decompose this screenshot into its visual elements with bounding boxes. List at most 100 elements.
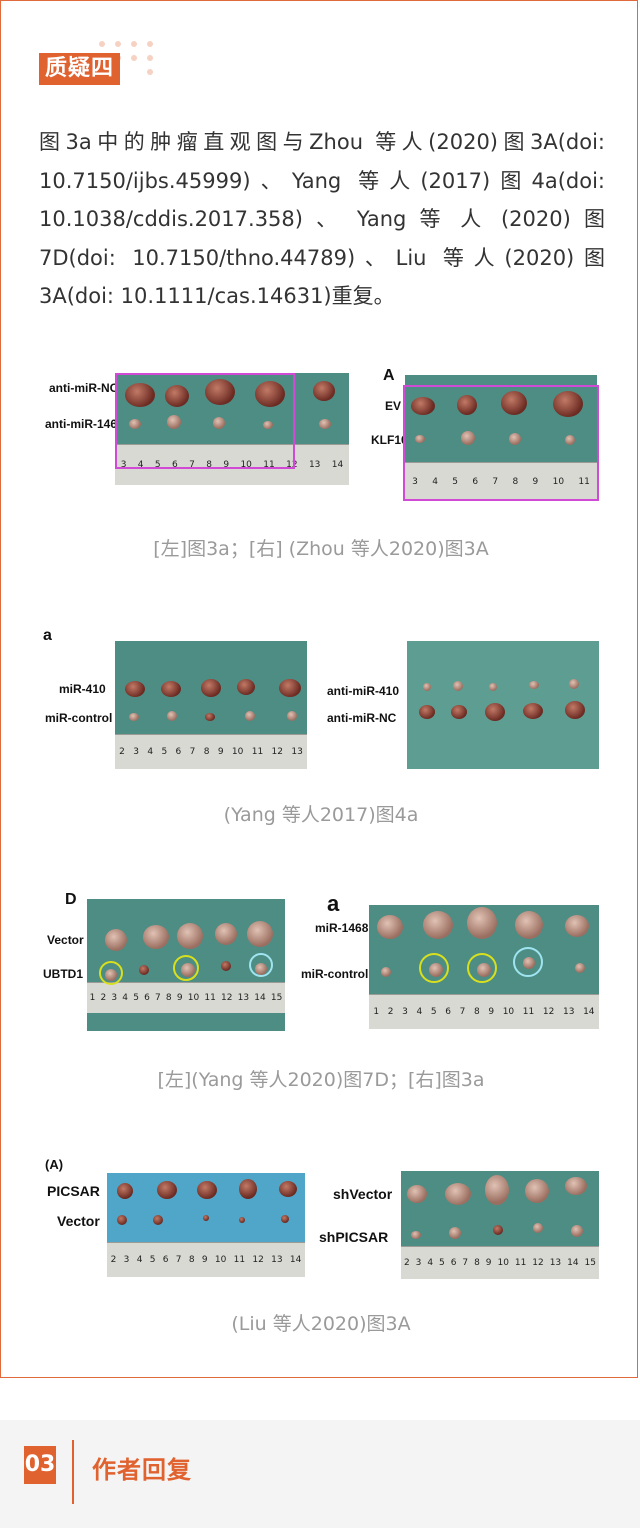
ruler-tick: 14: [289, 1255, 302, 1265]
ruler-tick: 11: [514, 1258, 527, 1268]
content-card: 质疑四 图3a中的肿瘤直观图与Zhou 等人(2020)图3A(doi: 10.…: [0, 0, 638, 1378]
highlight-circle: [419, 953, 449, 983]
ruler-tick: 11: [204, 993, 216, 1003]
label-ev: EV: [385, 399, 402, 413]
label-shpicsar: shPICSAR: [319, 1229, 389, 1245]
ruler-tick: 5: [452, 477, 459, 487]
label-mir-1468: miR-1468: [315, 921, 369, 935]
ruler-tick: 12: [252, 1255, 264, 1265]
ruler-tick: 10: [187, 993, 200, 1003]
highlight-box: [403, 385, 599, 501]
ruler-tick: 8: [474, 1258, 480, 1268]
ruler-tick: 6: [175, 747, 182, 757]
ruler-tick: 8: [188, 1255, 195, 1265]
ruler-tick: 6: [162, 1255, 169, 1265]
figure-3-caption: [左](Yang 等人2020)图7D；[右]图3a: [157, 1069, 485, 1091]
ruler-tick: 1: [373, 1007, 380, 1017]
highlight-circle: [467, 953, 497, 983]
ruler-tick: 5: [154, 460, 161, 470]
label-mir-control: miR-control: [45, 711, 113, 725]
ruler-tick: 6: [445, 1007, 451, 1017]
ruler-tick: 7: [189, 460, 195, 470]
section-number: 03: [24, 1446, 56, 1484]
ruler-tick: 9: [532, 477, 539, 487]
ruler-tick: 9: [485, 1258, 492, 1268]
section-tag: 质疑四: [39, 53, 121, 85]
ruler-tick: 14: [331, 460, 344, 470]
highlight-circle: [99, 961, 123, 985]
ruler-tick: 12: [542, 1007, 555, 1017]
label-picsar: PICSAR: [47, 1183, 100, 1199]
ruler-tick: 3: [133, 747, 139, 757]
ruler-tick: 7: [155, 993, 161, 1003]
ruler-tick: 4: [416, 1007, 423, 1017]
ruler-tick: 12: [286, 460, 298, 470]
ruler-tick: 6: [472, 477, 479, 487]
ruler-tick: 10: [502, 1007, 515, 1017]
ruler-tick: 9: [223, 460, 230, 470]
ruler-tick: 4: [122, 993, 129, 1003]
highlight-circle: [513, 947, 543, 977]
highlight-circle: [249, 953, 273, 977]
ruler-tick: 4: [137, 460, 144, 470]
ruler-tick: 9: [217, 747, 224, 757]
ruler-tick: 7: [492, 477, 499, 487]
ruler-tick: 15: [584, 1258, 596, 1268]
ruler-tick: 14: [583, 1007, 595, 1017]
panel-label-a-paren: (A): [45, 1157, 64, 1172]
ruler-tick: 10: [231, 747, 244, 757]
ruler-tick: 8: [165, 993, 172, 1003]
ruler-tick: 3: [402, 1007, 408, 1017]
ruler-tick: 2: [403, 1258, 410, 1268]
ruler-tick: 2: [100, 993, 107, 1003]
ruler-tick: 5: [161, 747, 168, 757]
section-title: 作者回复: [92, 1456, 192, 1484]
panel-label-a: a: [327, 891, 340, 916]
ruler-tick: 13: [562, 1007, 575, 1017]
panel-label-a: A: [383, 367, 395, 384]
ruler-tick: 6: [172, 460, 178, 470]
label-vector: Vector: [57, 1213, 100, 1229]
label-mir-410: miR-410: [59, 682, 106, 696]
ruler-tick: 7: [462, 1258, 469, 1268]
ruler-tick: 6: [144, 993, 150, 1003]
ruler-tick: 4: [136, 1255, 143, 1265]
ruler-tick: 13: [308, 460, 321, 470]
label-vector: Vector: [47, 933, 84, 947]
ruler-tick: 5: [149, 1255, 156, 1265]
label-shvector: shVector: [333, 1186, 393, 1202]
ruler-tick: 11: [233, 1255, 246, 1265]
ruler-tick: 13: [271, 1255, 283, 1265]
ruler-tick: 5: [439, 1258, 445, 1268]
ruler-tick: 11: [251, 747, 264, 757]
ruler-tick: 10: [497, 1258, 509, 1268]
ruler-tick: 11: [522, 1007, 535, 1017]
ruler-tick: 7: [459, 1007, 466, 1017]
ruler-tick: 7: [189, 747, 196, 757]
ruler-tick: 6: [450, 1258, 457, 1268]
ruler-tick: 8: [512, 477, 519, 487]
ruler-tick: 13: [549, 1258, 562, 1268]
figure-4-caption: (Liu 等人2020)图3A: [231, 1313, 411, 1335]
ruler-tick: 4: [427, 1258, 434, 1268]
ruler-tick: 3: [412, 477, 418, 487]
ruler-tick: 14: [567, 1258, 579, 1268]
figure-2-caption: (Yang 等人2017)图4a: [223, 804, 419, 826]
ruler-tick: 14: [254, 993, 266, 1003]
label-anti-mir-1468: anti-miR-1468: [45, 417, 124, 431]
ruler-tick: 5: [430, 1007, 437, 1017]
ruler-tick: 11: [578, 477, 590, 487]
ruler-tick: 2: [110, 1255, 117, 1265]
ruler-tick: 3: [120, 460, 127, 470]
ruler-tick: 11: [263, 460, 275, 470]
highlight-circle: [173, 955, 199, 981]
